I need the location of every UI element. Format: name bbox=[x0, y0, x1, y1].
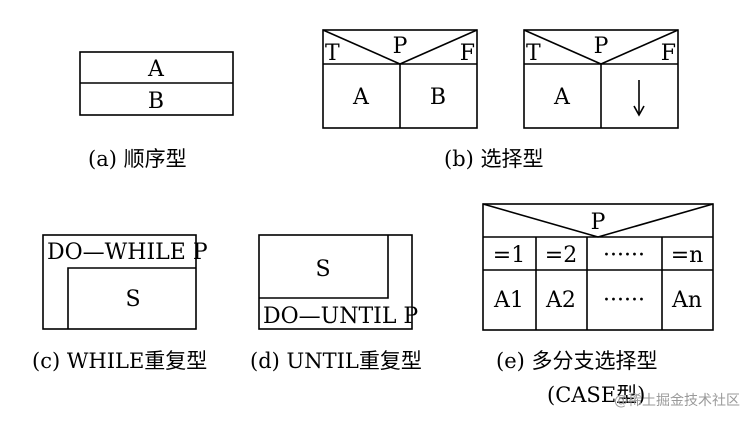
sequence-block-b: B bbox=[148, 89, 164, 114]
case-caption-line2: (CASE型) bbox=[547, 383, 645, 407]
selection-right-false-label: F bbox=[661, 41, 676, 66]
case-action-ellipsis: ······ bbox=[603, 288, 645, 313]
selection-left-diagonal-true bbox=[322, 29, 401, 65]
selection-right-diagonal-true bbox=[523, 29, 602, 65]
while-caption: (c) WHILE重复型 bbox=[32, 349, 207, 373]
until-caption: (d) UNTIL重复型 bbox=[250, 349, 422, 373]
until-body-outline bbox=[259, 235, 389, 299]
while-header: DO—WHILE P bbox=[47, 240, 208, 265]
until-loop-structure: S DO—UNTIL P bbox=[258, 234, 418, 330]
selection-right-branch-a: A bbox=[553, 85, 571, 110]
selection-structure-right: T P F A bbox=[523, 29, 679, 129]
case-value-ellipsis: ······ bbox=[603, 243, 645, 268]
selection-left-false-label: F bbox=[460, 41, 475, 66]
while-outer-box bbox=[42, 234, 197, 330]
selection-structure-left: T P F A B bbox=[322, 29, 478, 129]
selection-left-branch-b: B bbox=[430, 85, 446, 110]
selection-left-branch-a: A bbox=[352, 85, 370, 110]
case-action-n: An bbox=[671, 288, 702, 313]
selection-left-true-label: T bbox=[325, 41, 340, 66]
case-condition: P bbox=[591, 210, 606, 235]
case-structure: P =1 =2 ······ =n A1 A2 ······ An bbox=[482, 203, 714, 331]
case-value-n: =n bbox=[671, 243, 704, 268]
selection-caption: (b) 选择型 bbox=[444, 147, 544, 171]
case-outer-box bbox=[482, 203, 714, 331]
until-outer-box bbox=[258, 234, 413, 330]
sequence-caption: (a) 顺序型 bbox=[88, 147, 187, 171]
selection-right-diagonal-false bbox=[600, 29, 679, 65]
case-caption-line1: (e) 多分支选择型 bbox=[496, 349, 658, 373]
while-body-outline bbox=[67, 267, 196, 329]
selection-left-diagonal-false bbox=[399, 29, 478, 65]
down-arrow-icon bbox=[633, 80, 645, 117]
while-body: S bbox=[125, 287, 140, 312]
case-diagonal-right bbox=[597, 203, 714, 238]
sequence-structure: A B bbox=[79, 51, 234, 116]
selection-left-condition: P bbox=[393, 34, 408, 59]
sequence-block-a: A bbox=[147, 57, 165, 82]
case-value-2: =2 bbox=[545, 243, 577, 268]
case-action-1: A1 bbox=[493, 288, 524, 313]
case-diagonal-left bbox=[482, 203, 599, 238]
watermark: @稀土掘金技术社区 bbox=[614, 393, 740, 409]
case-action-2: A2 bbox=[545, 288, 576, 313]
until-body: S bbox=[315, 257, 330, 282]
while-loop-structure: DO—WHILE P S bbox=[42, 234, 208, 330]
case-value-1: =1 bbox=[493, 243, 525, 268]
until-footer: DO—UNTIL P bbox=[263, 304, 418, 329]
selection-right-true-label: T bbox=[526, 41, 541, 66]
selection-right-condition: P bbox=[594, 34, 609, 59]
